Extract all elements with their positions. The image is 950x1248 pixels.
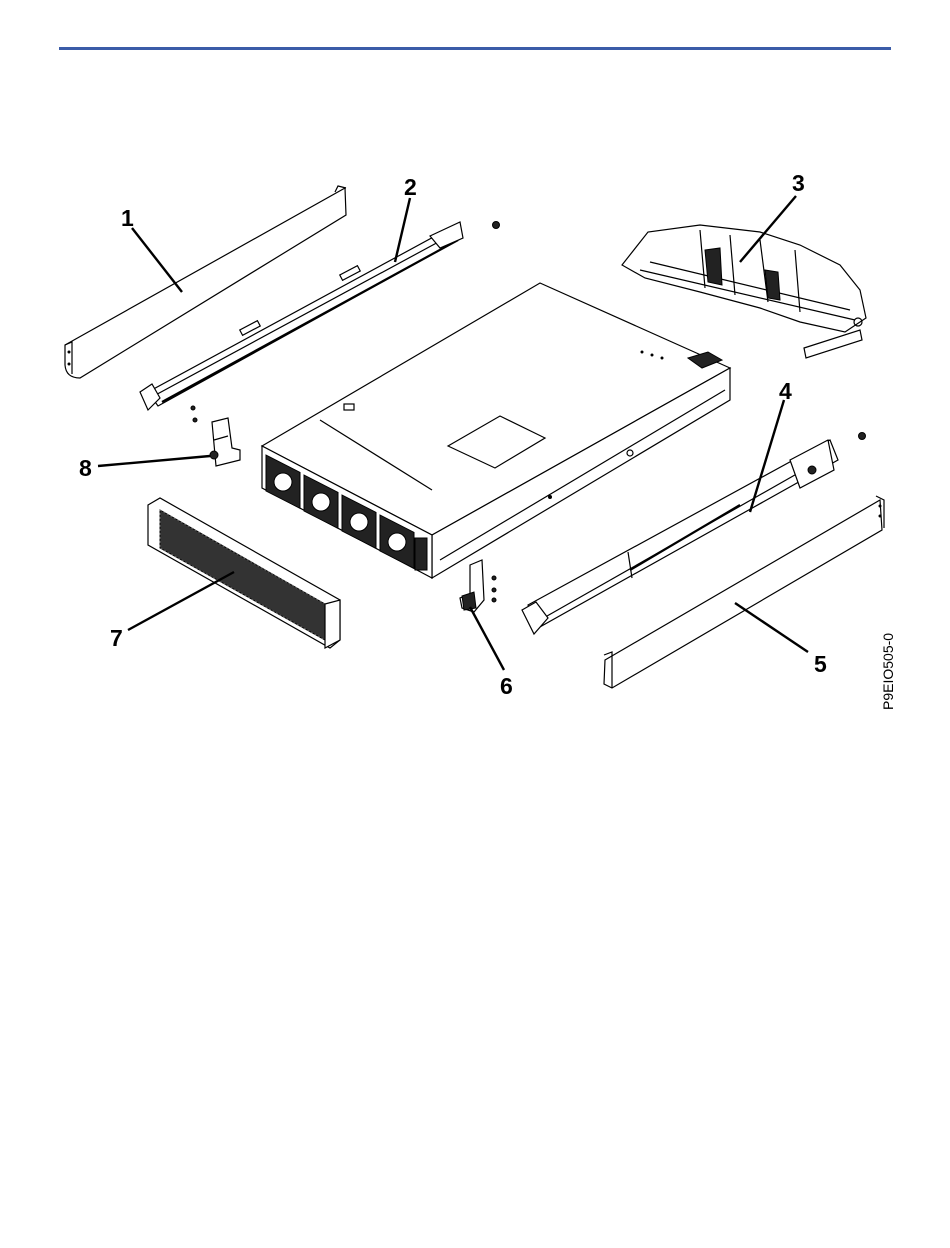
callout-6: 6 <box>500 673 513 699</box>
callout-8: 8 <box>79 455 92 481</box>
right-rack-bracket <box>460 560 496 612</box>
callout-7: 7 <box>110 625 123 651</box>
screw <box>493 222 500 229</box>
callout-5: 5 <box>814 651 827 677</box>
callout-1: 1 <box>121 205 134 231</box>
callout-3: 3 <box>792 170 805 196</box>
front-bezel <box>148 498 340 648</box>
right-rail-cover <box>604 496 884 688</box>
callout-2: 2 <box>404 174 417 200</box>
callout-4: 4 <box>779 378 792 404</box>
screw <box>859 433 866 440</box>
left-rail-cover <box>65 186 346 378</box>
figure-id-label: P9EIO505-0 <box>880 633 896 710</box>
